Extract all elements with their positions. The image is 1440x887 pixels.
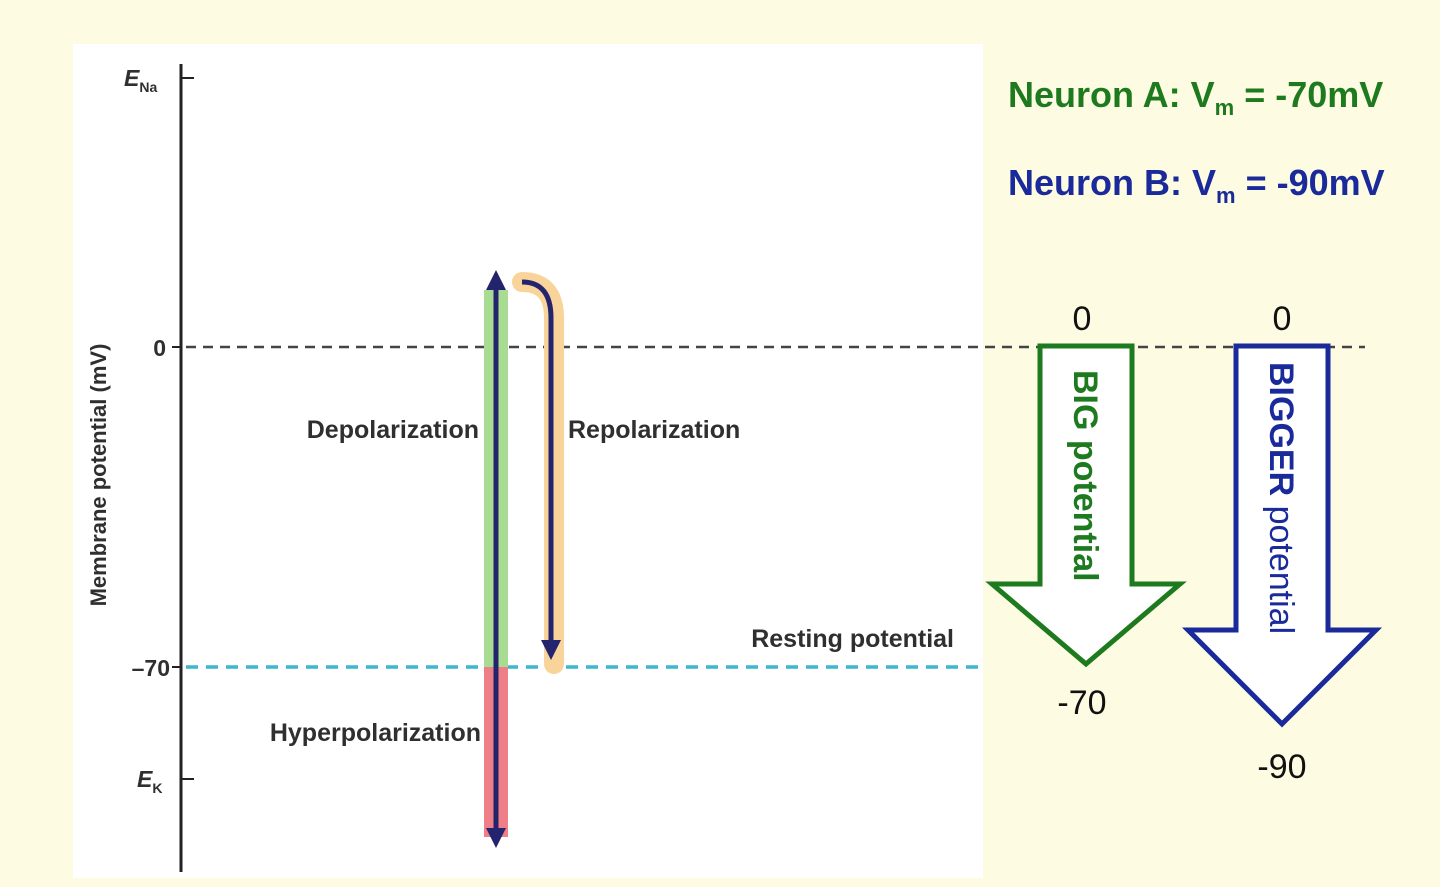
arrow-b-label: BIGGER potential — [1262, 362, 1300, 634]
arrow-a-top-value: 0 — [1073, 300, 1092, 338]
zero-tick-label: 0 — [153, 335, 166, 361]
ena-tick-label: ENa — [124, 65, 157, 95]
repolarization-arrow — [521, 279, 561, 660]
arrow-b-shape — [1181, 343, 1383, 728]
diagram-panel — [73, 44, 983, 878]
neuron-b-heading: Neuron B: Vm = -90mV — [1008, 162, 1385, 208]
hyperpolarization-label: Hyperpolarization — [270, 719, 481, 747]
depolarization-label: Depolarization — [307, 416, 479, 444]
y-axis-label: Membrane potential (mV) — [86, 344, 111, 607]
arrow-a-shape — [985, 343, 1187, 668]
arrow-b-top-value: 0 — [1273, 300, 1292, 338]
resting-potential-label: Resting potential — [751, 625, 954, 653]
repolarization-label: Repolarization — [568, 416, 740, 444]
arrow-a-bottom-value: -70 — [1057, 684, 1106, 722]
rest-tick-label: –70 — [132, 655, 170, 681]
arrow-a-label: BIG potential — [1066, 370, 1104, 582]
ek-tick-label: EK — [137, 766, 162, 796]
arrow-b-bottom-value: -90 — [1257, 748, 1306, 786]
neuron-a-heading: Neuron A: Vm = -70mV — [1008, 74, 1383, 120]
